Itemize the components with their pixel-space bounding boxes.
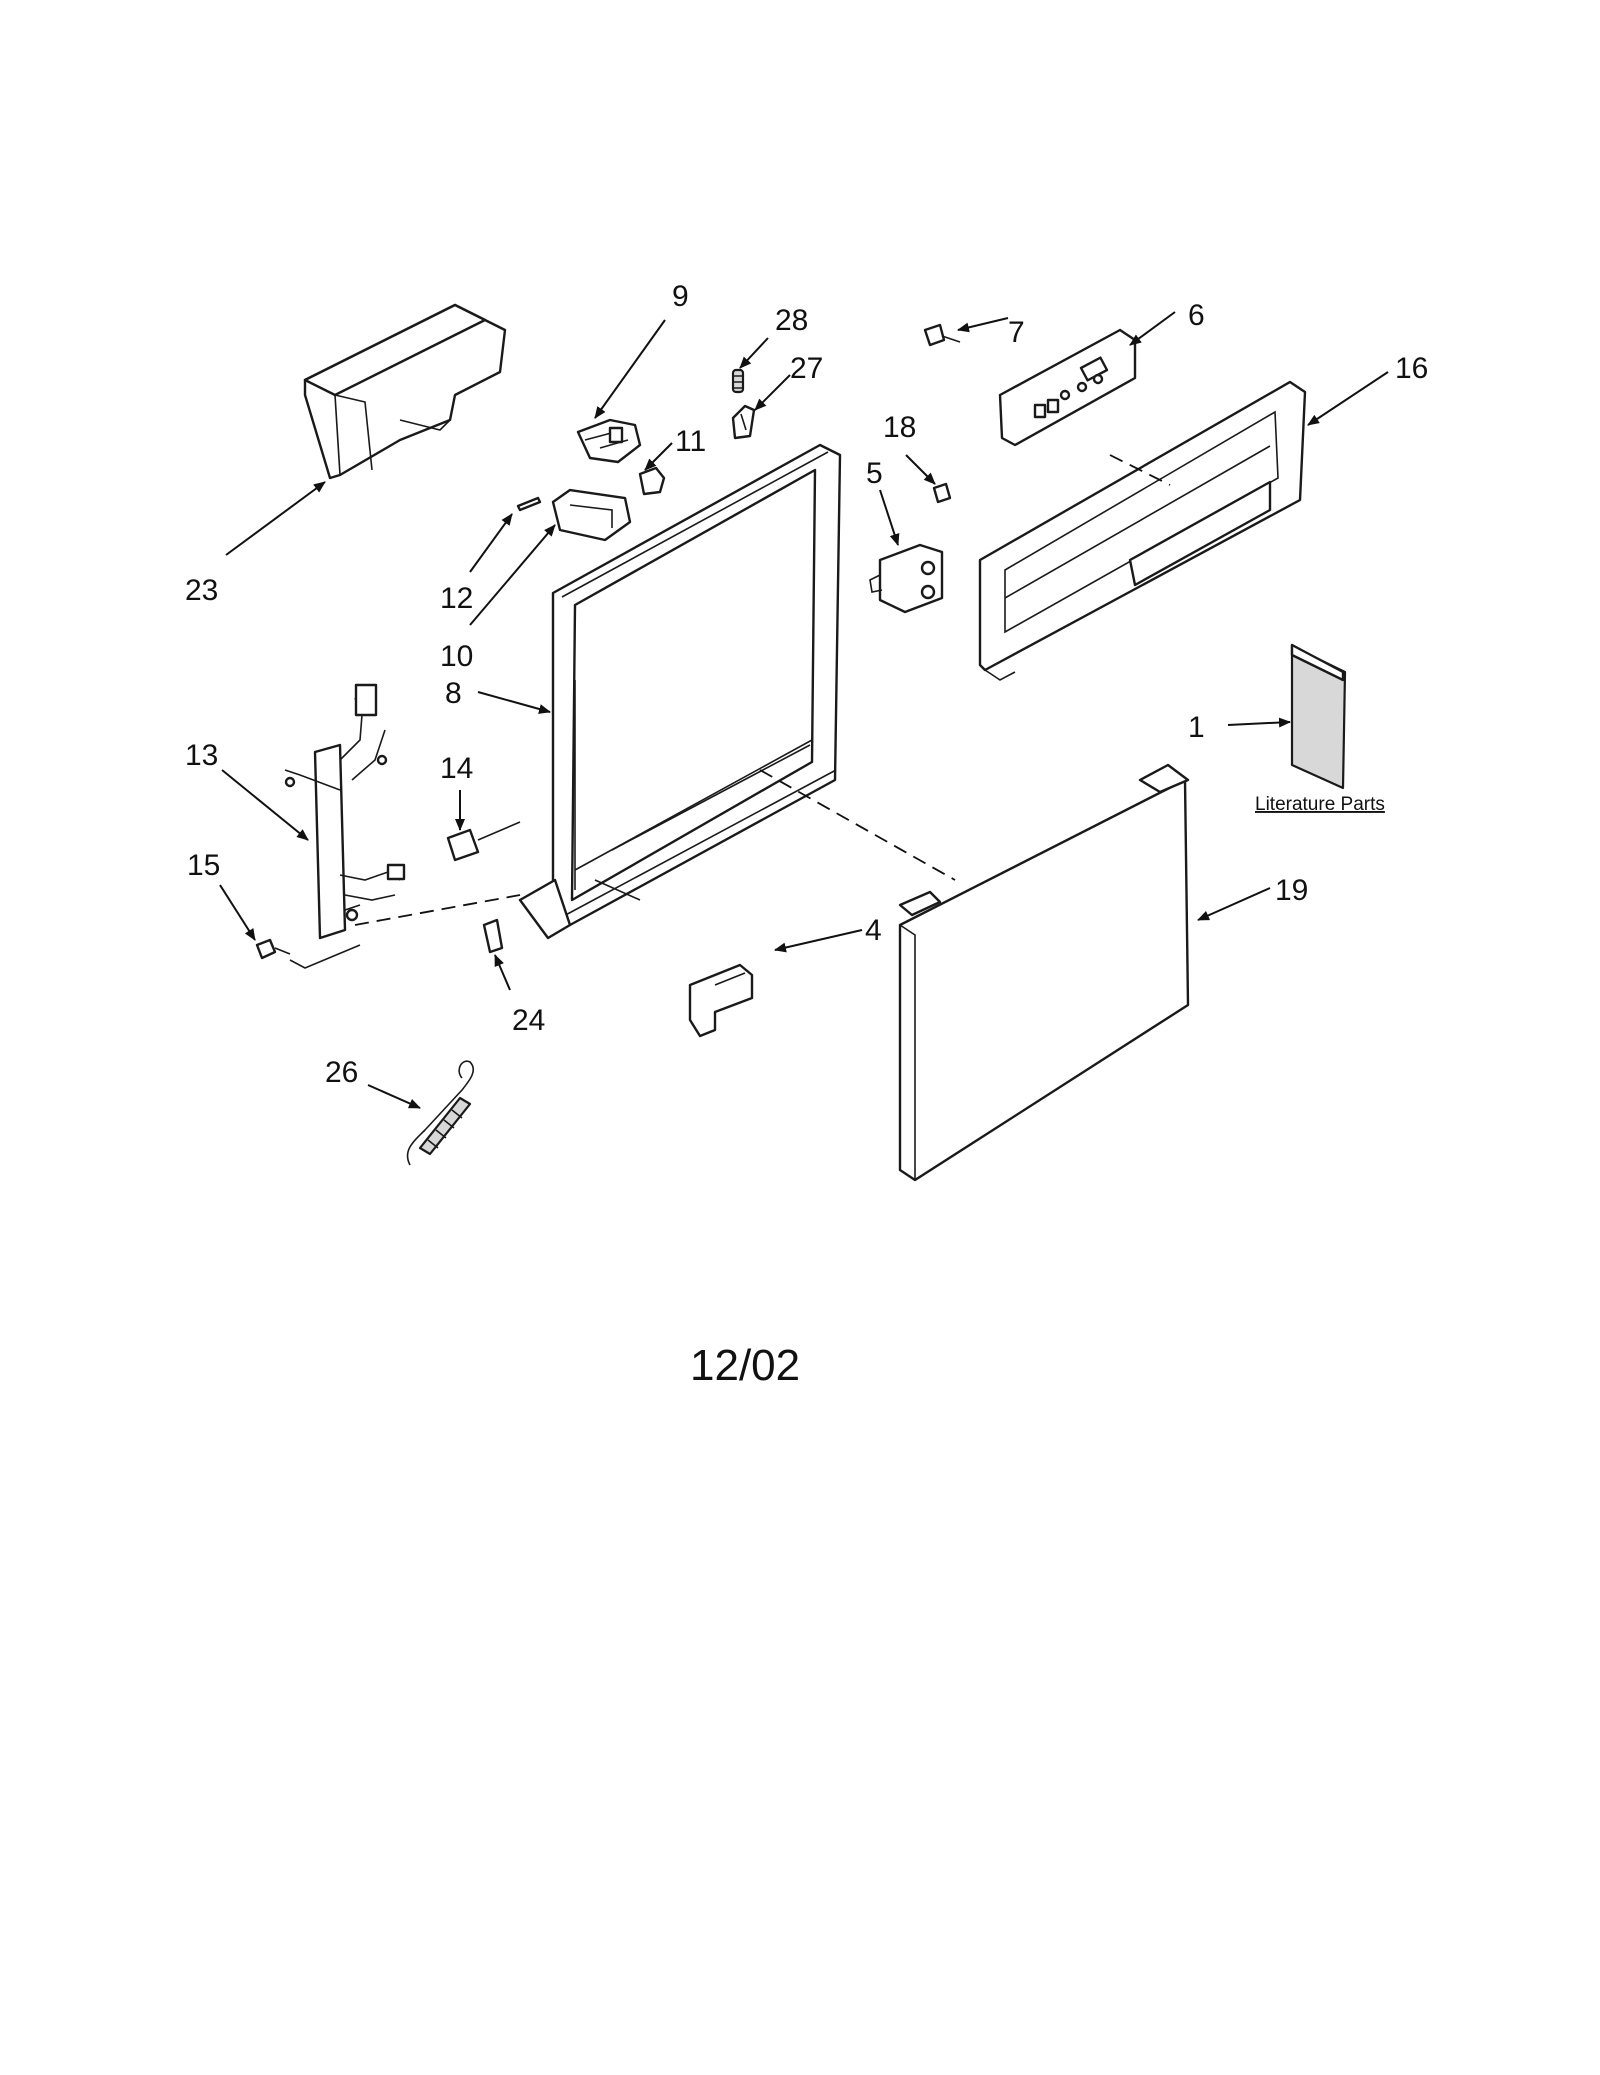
- part-8-door-frame: [518, 443, 842, 940]
- callout-26: 26: [325, 1056, 358, 1089]
- callout-19: 19: [1275, 874, 1308, 907]
- callout-1: 1: [1188, 711, 1205, 744]
- part-12-pin: [516, 496, 542, 512]
- callout-10: 10: [440, 640, 473, 673]
- callout-14: 14: [440, 752, 473, 785]
- part-19-door-panel: [898, 763, 1190, 1182]
- part-13-wire-harness: [284, 683, 406, 940]
- part-23-cover: [303, 303, 507, 480]
- callout-24: 24: [512, 1004, 545, 1037]
- part-1-literature: [1290, 643, 1347, 790]
- part-7-screw: [923, 323, 961, 347]
- part-16-console-panel: [978, 380, 1307, 681]
- part-26-spring: [406, 1060, 475, 1166]
- assembly-lines: [289, 454, 1171, 969]
- part-9-latch-bracket: [576, 418, 642, 464]
- part-15-screw: [255, 938, 291, 960]
- part-6-control-panel: [998, 328, 1137, 447]
- callout-27: 27: [790, 352, 823, 385]
- part-27-latch-clip: [731, 404, 756, 440]
- callout-4: 4: [865, 914, 882, 947]
- part-5-switch: [869, 543, 944, 614]
- part-11-switch: [638, 466, 666, 496]
- callout-13: 13: [185, 739, 218, 772]
- part-10-latch-housing: [551, 488, 632, 542]
- callout-18: 18: [883, 411, 916, 444]
- callout-8: 8: [445, 677, 462, 710]
- part-28-spring: [731, 368, 745, 394]
- callout-6: 6: [1188, 299, 1205, 332]
- callout-9: 9: [672, 280, 689, 313]
- callout-23: 23: [185, 574, 218, 607]
- part-24-clip: [482, 918, 504, 954]
- callout-5: 5: [866, 457, 883, 490]
- part-18-button: [932, 482, 952, 504]
- callout-7: 7: [1008, 316, 1025, 349]
- callout-16: 16: [1395, 352, 1428, 385]
- part-4-hinge: [688, 963, 754, 1038]
- leader-lines: [219, 311, 1389, 1109]
- part-14-connector: [446, 821, 521, 862]
- callout-11: 11: [675, 425, 706, 458]
- literature-parts-label: Literature Parts: [1255, 794, 1385, 815]
- callout-15: 15: [187, 849, 220, 882]
- callout-12: 12: [440, 582, 473, 615]
- date-code: 12/02: [690, 1341, 800, 1390]
- callout-28: 28: [775, 304, 808, 337]
- callout-labels: 23 9 28 27 11 12 10 8 13 14 15 24 26 18 …: [185, 280, 1428, 1390]
